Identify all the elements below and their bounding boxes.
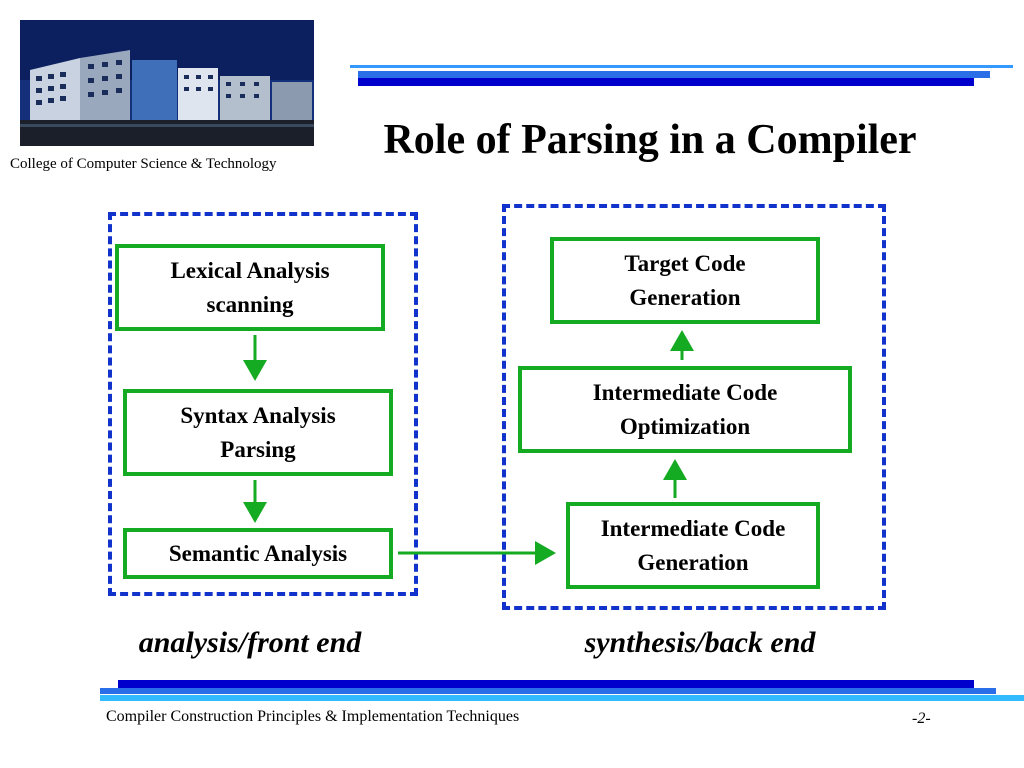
header-rule-top bbox=[350, 65, 1013, 68]
back-end-caption: synthesis/back end bbox=[584, 626, 816, 659]
page-number: -2- bbox=[912, 710, 931, 727]
lexical-analysis-box: Lexical Analysis scanning bbox=[115, 244, 385, 331]
semantic-analysis-title: Semantic Analysis bbox=[168, 540, 348, 566]
page-title: Role of Parsing in a Compiler bbox=[383, 117, 917, 163]
front-end-group bbox=[108, 212, 418, 596]
syntax-analysis-title: Syntax Analysis bbox=[180, 403, 336, 429]
header-rule-mid bbox=[358, 71, 990, 78]
building-illustration bbox=[20, 20, 314, 146]
syntax-analysis-box: Syntax Analysis Parsing bbox=[123, 389, 393, 476]
header-rule-bottom bbox=[358, 78, 974, 86]
optimization-subtitle: Optimization bbox=[619, 413, 751, 439]
front-end-caption: analysis/front end bbox=[138, 626, 362, 659]
target-code-subtitle: Generation bbox=[629, 284, 741, 310]
back-end-group bbox=[502, 204, 886, 610]
footer-rule-light bbox=[100, 695, 1024, 701]
semantic-analysis-box: Semantic Analysis bbox=[123, 528, 393, 579]
optimization-title: Intermediate Code bbox=[592, 380, 778, 406]
lexical-analysis-title: Lexical Analysis bbox=[170, 258, 330, 284]
footer-rule-dark bbox=[118, 680, 974, 688]
target-code-generation-box: Target Code Generation bbox=[550, 237, 820, 324]
college-building-photo bbox=[20, 20, 314, 146]
icg-title: Intermediate Code bbox=[600, 516, 786, 542]
intermediate-code-generation-box: Intermediate Code Generation bbox=[566, 502, 820, 589]
course-title: Compiler Construction Principles & Imple… bbox=[106, 708, 520, 725]
syntax-analysis-subtitle: Parsing bbox=[220, 436, 296, 462]
icg-subtitle: Generation bbox=[637, 549, 749, 575]
footer-rule-mid bbox=[100, 688, 996, 694]
target-code-title: Target Code bbox=[624, 251, 746, 277]
intermediate-code-optimization-box: Intermediate Code Optimization bbox=[518, 366, 852, 453]
college-name: College of Computer Science & Technology bbox=[10, 156, 277, 172]
lexical-analysis-subtitle: scanning bbox=[206, 291, 294, 317]
